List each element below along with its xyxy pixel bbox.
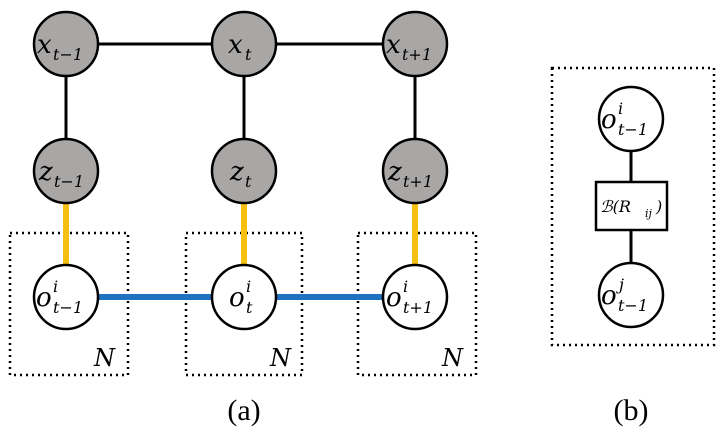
node-label-sub: t <box>245 172 252 191</box>
node-label-sub: t−1 <box>618 296 648 315</box>
node-z-t-minus-1: z t−1 <box>32 137 100 205</box>
node-label-base: o <box>386 283 402 313</box>
node-label-base: x <box>228 30 243 60</box>
node-x-t-plus-1: x t+1 <box>381 10 449 78</box>
node-o-j-t-minus-1: o j t−1 <box>597 261 665 329</box>
node-label-sup: i <box>53 277 58 296</box>
node-label-sup: i <box>246 277 251 296</box>
caption-b: (b) <box>614 394 649 427</box>
node-z-t-plus-1: z t+1 <box>381 137 449 205</box>
caption-a: (a) <box>227 394 260 427</box>
node-z-t: z t <box>210 137 278 205</box>
node-label-sub: t+1 <box>403 298 433 317</box>
factor-node: ℬ(R ij ) <box>594 180 669 232</box>
node-label-sup: i <box>618 99 623 118</box>
node-x-t: x t <box>210 10 278 78</box>
node-x-t-minus-1: x t−1 <box>32 10 100 78</box>
node-label-sup: j <box>616 275 624 294</box>
node-label-base: x <box>386 30 401 60</box>
node-label-base: x <box>37 30 52 60</box>
node-label-sub: t+1 <box>402 45 432 64</box>
plate-label-n: N <box>269 344 292 372</box>
plate-label-n: N <box>93 344 116 372</box>
node-label-sub: t+1 <box>403 172 433 191</box>
node-label-sub: t−1 <box>54 172 84 191</box>
node-o-t-plus-1: o i t+1 <box>381 263 449 331</box>
node-o-t: o i t <box>210 263 278 331</box>
node-o-t-minus-1: o i t−1 <box>32 263 100 331</box>
node-label-sub: t <box>246 298 253 317</box>
node-label-base: o <box>36 283 52 313</box>
node-label-base: o <box>601 281 617 311</box>
factor-label-close: ) <box>655 197 662 216</box>
node-label-base: o <box>229 283 245 313</box>
node-label-sub: t−1 <box>618 120 648 139</box>
node-o-i-t-minus-1: o i t−1 <box>597 85 665 153</box>
node-label-base: o <box>601 105 617 135</box>
plate-t <box>184 231 304 377</box>
factor-label: ℬ(R <box>600 197 631 216</box>
plate-t-minus-1 <box>8 231 130 377</box>
plate-t-plus-1 <box>356 231 478 377</box>
plate-panel-b <box>550 66 716 347</box>
node-label-sup: i <box>403 277 408 296</box>
plate-label-n: N <box>441 344 464 372</box>
node-label-base: z <box>387 157 402 187</box>
node-label-base: z <box>38 157 53 187</box>
factor-label-sub: ij <box>645 207 653 220</box>
node-label-base: z <box>229 157 244 187</box>
node-label-sub: t−1 <box>53 298 83 317</box>
node-label-sub: t−1 <box>53 45 83 64</box>
node-label-sub: t <box>245 45 252 64</box>
